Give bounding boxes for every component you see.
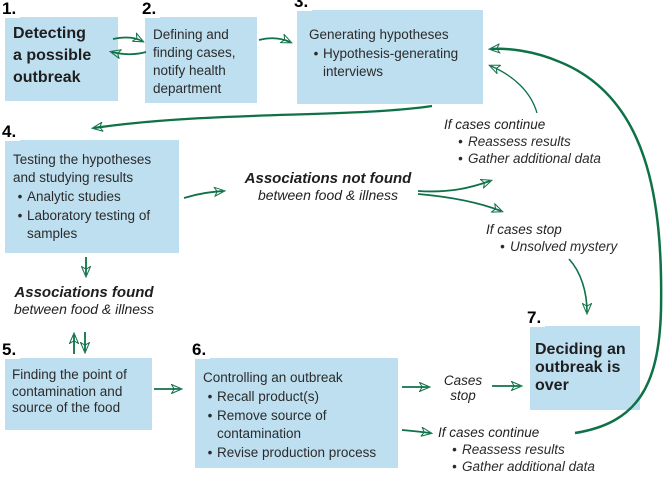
arrow-step3-to-step4 bbox=[94, 104, 433, 128]
bullet-dot-icon: • bbox=[458, 151, 463, 166]
annotation-line: stop bbox=[450, 388, 476, 403]
step-6-title: Controlling an outbreak bbox=[203, 370, 343, 385]
annotation-title: If cases stop bbox=[486, 222, 562, 237]
annotation-associations-found: Associations found between food & illnes… bbox=[0, 284, 168, 318]
step-5-number: 5. bbox=[0, 341, 21, 359]
annotation-associations-not-found: Associations not found between food & il… bbox=[228, 170, 428, 204]
bullet-dot-icon: • bbox=[452, 442, 457, 457]
step-3-box: 3. Generating hypotheses • Hypothesis-ge… bbox=[292, 0, 483, 104]
bullet-dot-icon: • bbox=[458, 134, 463, 149]
step-7-line: over bbox=[535, 377, 569, 394]
step-6-bullet: Recall product(s) bbox=[217, 389, 320, 404]
step-3-number: 3. bbox=[292, 0, 313, 11]
bullet-dot-icon: • bbox=[500, 239, 505, 254]
step-2-line: notify health bbox=[153, 63, 226, 78]
step-7-box: 7. Deciding an outbreak is over bbox=[525, 309, 640, 410]
annotation-bullet: Unsolved mystery bbox=[510, 239, 618, 254]
annotation-bullet: Gather additional data bbox=[468, 151, 601, 166]
step-4-number: 4. bbox=[0, 123, 21, 141]
step-5-line: source of the food bbox=[12, 400, 121, 415]
annotation-cases-stop: Cases stop bbox=[438, 373, 488, 403]
step-7-number: 7. bbox=[525, 309, 546, 327]
step-5-line: Finding the point of bbox=[12, 367, 127, 382]
step-6-box: 6. Controlling an outbreak • Recall prod… bbox=[190, 341, 398, 468]
arrow-assoc-not-found-to-if-stop bbox=[417, 193, 501, 211]
bullet-dot-icon: • bbox=[207, 389, 213, 404]
step-4-box: 4. Testing the hypotheses and studying r… bbox=[0, 123, 179, 253]
arrow-step4-to-assoc-not-found bbox=[183, 191, 223, 199]
arrow-if-continue-top-to-step3 bbox=[491, 66, 538, 114]
arrow-step2-to-step3 bbox=[258, 38, 290, 42]
step-2-line: Defining and bbox=[153, 27, 229, 42]
bullet-dot-icon: • bbox=[17, 208, 23, 223]
step-4-bullet: Laboratory testing of samples bbox=[27, 208, 151, 241]
annotation-bullet: Reassess results bbox=[462, 442, 565, 457]
annotation-subtitle: between food & illness bbox=[13, 301, 155, 317]
step-1-line: a possible bbox=[13, 47, 92, 64]
arrow-if-stop-to-step7 bbox=[568, 258, 587, 312]
arrow-step6-to-if-continue-bottom bbox=[401, 430, 430, 433]
step-1-line: Detecting bbox=[13, 25, 86, 42]
bullet-dot-icon: • bbox=[452, 459, 457, 474]
arrow-assoc-not-found-to-if-continue bbox=[417, 181, 490, 193]
annotation-if-cases-continue-top: If cases continue • Reassess results • G… bbox=[444, 116, 619, 167]
annotation-title: Associations found bbox=[14, 284, 154, 301]
step-6-bullet: Revise production process bbox=[217, 445, 377, 460]
step-3-bullet: Hypothesis-generating interviews bbox=[323, 46, 459, 79]
step-2-line: finding cases, bbox=[153, 45, 236, 60]
annotation-title: If cases continue bbox=[444, 117, 546, 132]
annotation-title: Associations not found bbox=[244, 170, 412, 187]
bullet-dot-icon: • bbox=[313, 46, 319, 61]
step-2-line: department bbox=[153, 81, 222, 96]
annotation-subtitle: between food & illness bbox=[257, 187, 399, 203]
step-1-line: outbreak bbox=[13, 69, 81, 86]
step-4-title: Testing the hypotheses and studying resu… bbox=[13, 152, 152, 185]
annotation-line: Cases bbox=[443, 373, 483, 388]
annotation-if-cases-continue-bottom: If cases continue • Reassess results • G… bbox=[438, 424, 618, 475]
step-7-line: outbreak is bbox=[535, 359, 621, 376]
step-6-number: 6. bbox=[190, 341, 211, 359]
annotation-bullet: Reassess results bbox=[468, 134, 571, 149]
bullet-dot-icon: • bbox=[17, 189, 23, 204]
step-4-bullet: Analytic studies bbox=[27, 189, 121, 204]
step-3-title: Generating hypotheses bbox=[309, 27, 449, 42]
step-1-box: 1. Detecting a possible outbreak bbox=[0, 0, 118, 101]
step-6-bullet: Remove source of contamination bbox=[217, 408, 327, 441]
annotation-if-cases-stop: If cases stop • Unsolved mystery bbox=[486, 221, 636, 255]
step-5-line: contamination and bbox=[12, 383, 123, 399]
step-1-number: 1. bbox=[0, 0, 21, 18]
step-2-number: 2. bbox=[140, 0, 161, 18]
step-7-line: Deciding an bbox=[535, 341, 626, 358]
annotation-bullet: Gather additional data bbox=[462, 459, 595, 474]
step-2-box: 2. Defining and finding cases, notify he… bbox=[140, 0, 257, 103]
bullet-dot-icon: • bbox=[207, 445, 213, 460]
annotation-title: If cases continue bbox=[438, 425, 540, 440]
bullet-dot-icon: • bbox=[207, 408, 213, 423]
step-5-box: 5. Finding the point of contamination an… bbox=[0, 341, 152, 430]
